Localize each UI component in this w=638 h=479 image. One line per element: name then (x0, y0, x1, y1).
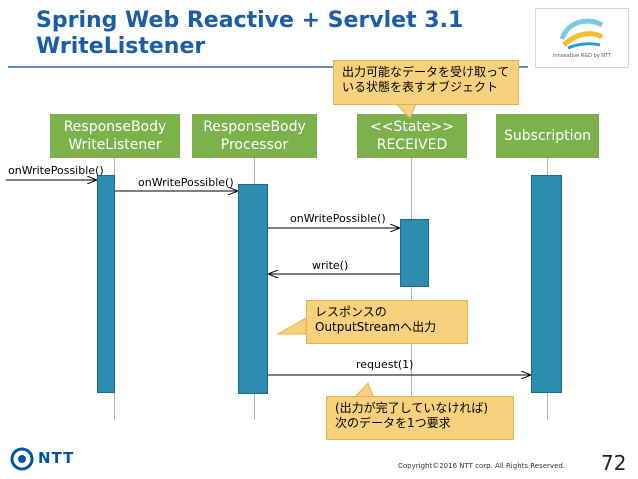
message-label-onwritepossible-1: onWritePossible() (8, 164, 104, 177)
lifeline-state-received (411, 158, 412, 420)
state-note-pointer (394, 103, 417, 119)
ntt-logo-icon (10, 447, 34, 471)
activation-processor (238, 184, 268, 394)
activation-subscription (531, 175, 562, 393)
message-label-write: write() (312, 259, 349, 272)
ntt-brand-text: NTT (38, 449, 75, 467)
swirl-logo-icon (559, 18, 604, 50)
title-underline (8, 66, 528, 68)
message-label-onwritepossible-3: onWritePossible() (290, 212, 386, 225)
lifeline-header-subscription: Subscription (496, 114, 599, 158)
slide-title: Spring Web Reactive + Servlet 3.1 WriteL… (36, 8, 464, 59)
copyright-text: Copyright©2016 NTT corp. All Rights Rese… (398, 462, 566, 470)
state-note-callout: 出力可能なデータを受け取って いる状態を表すオブジェクト (333, 60, 519, 105)
message-label-onwritepossible-2: onWritePossible() (138, 176, 234, 189)
output-note-pointer (276, 317, 307, 335)
activation-state-received (400, 219, 429, 287)
logo-caption: Innovative R&D by NTT (552, 53, 612, 59)
activation-writelistener (97, 175, 115, 393)
request-note-callout: (出力が完了していなければ) 次のデータを1つ要求 (326, 396, 514, 440)
lifeline-header-processor: ResponseBody Processor (192, 114, 317, 158)
lifeline-header-state-received: <<State>> RECEIVED (357, 114, 467, 158)
output-note-callout: レスポンスの OutputStreamへ出力 (306, 300, 468, 344)
message-label-request: request(1) (356, 358, 414, 371)
lifeline-header-writelistener: ResponseBody WriteListener (50, 114, 180, 158)
innovative-rd-logo: Innovative R&D by NTT (535, 8, 629, 68)
page-number: 72 (601, 451, 627, 475)
